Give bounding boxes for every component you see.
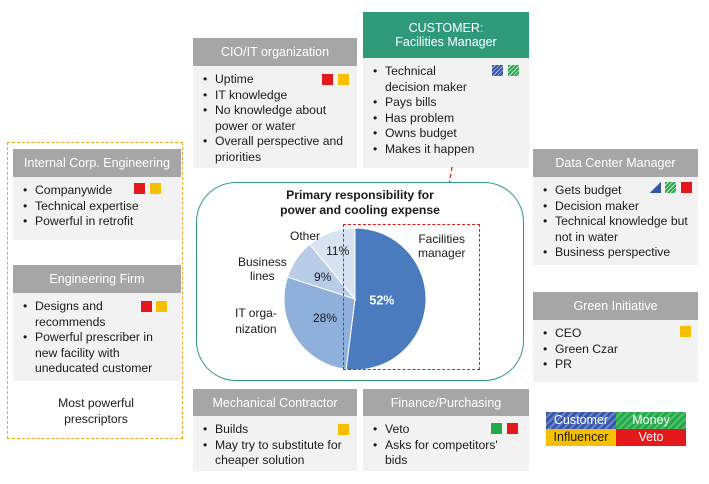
label-it-line2: nization bbox=[235, 322, 277, 336]
influencer-indicator bbox=[680, 326, 691, 337]
list-item: Companywide bbox=[23, 183, 173, 199]
list-item: Technical decision maker bbox=[373, 64, 480, 95]
money-indicator bbox=[665, 182, 676, 193]
label-other: Other bbox=[290, 229, 321, 243]
cio-body: Uptime IT knowledge No knowledge about p… bbox=[193, 66, 357, 168]
legend-money: Money bbox=[616, 412, 686, 429]
list-item: Gets budget bbox=[543, 183, 690, 199]
list-item: Uptime bbox=[203, 72, 349, 88]
internal-eng-body: Companywide Technical expertise Powerful… bbox=[13, 177, 181, 240]
list-item: Has problem bbox=[373, 111, 521, 127]
pie-title-line1: Primary responsibility for bbox=[286, 188, 434, 202]
label-business-lines: Business lines bbox=[238, 255, 287, 283]
pie-title: Primary responsibility for power and coo… bbox=[230, 188, 490, 218]
list-item: IT knowledge bbox=[203, 88, 349, 104]
legend-influencer: Influencer bbox=[546, 429, 616, 446]
pie-value-label: 28% bbox=[313, 311, 337, 325]
customer-title-line1: CUSTOMER: bbox=[408, 21, 484, 35]
most-powerful-label: Most powerful prescriptors bbox=[58, 396, 134, 426]
pie-slice bbox=[283, 276, 356, 370]
label-facilities: Facilities manager bbox=[418, 232, 465, 260]
list-item: Asks for competitors' bids bbox=[373, 438, 510, 469]
influencer-indicator bbox=[150, 183, 161, 194]
veto-indicator bbox=[322, 74, 333, 85]
label-facilities-line1: Facilities bbox=[418, 232, 466, 246]
customer-indicator bbox=[650, 182, 661, 193]
list-item: Powerful in retrofit bbox=[23, 214, 173, 230]
finance-body: Veto Asks for competitors' bids bbox=[363, 416, 529, 471]
customer-body: Technical decision maker Pays bills Has … bbox=[363, 58, 529, 168]
facilities-highlight bbox=[343, 224, 480, 370]
veto-indicator bbox=[507, 423, 518, 434]
green-body: CEO Green Czar PR bbox=[533, 320, 698, 382]
list-item: Makes it happen bbox=[373, 142, 521, 158]
green-header: Green Initiative bbox=[533, 292, 698, 320]
veto-indicator bbox=[134, 183, 145, 194]
list-item: Veto bbox=[373, 422, 521, 438]
list-item: Overall perspective and priorities bbox=[203, 134, 350, 165]
list-item: PR bbox=[543, 357, 690, 373]
veto-indicator bbox=[681, 182, 692, 193]
customer-indicator bbox=[492, 65, 503, 76]
list-item: Owns budget bbox=[373, 126, 521, 142]
eng-firm-body: Designs and recommends Powerful prescrib… bbox=[13, 293, 181, 381]
money-indicator bbox=[491, 423, 502, 434]
influencer-indicator bbox=[338, 424, 349, 435]
finance-header: Finance/Purchasing bbox=[363, 389, 529, 416]
prescriptors-group bbox=[7, 142, 183, 439]
label-facilities-line2: manager bbox=[418, 246, 466, 260]
list-item: Builds bbox=[203, 422, 349, 438]
customer-header: CUSTOMER: Facilities Manager bbox=[363, 12, 529, 58]
influencer-indicator bbox=[156, 301, 167, 312]
customer-title-line2: Facilities Manager bbox=[395, 35, 497, 49]
money-indicator bbox=[508, 65, 519, 76]
list-item: Green Czar bbox=[543, 342, 690, 358]
legend-customer: Customer bbox=[546, 412, 616, 429]
mech-header: Mechanical Contractor bbox=[193, 389, 357, 416]
label-it-org: IT orga- nization bbox=[235, 305, 277, 337]
list-item: CEO bbox=[543, 326, 690, 342]
pie-slice bbox=[345, 227, 427, 371]
list-item: May try to substitute for cheaper soluti… bbox=[203, 438, 350, 469]
internal-eng-header: Internal Corp. Engineering bbox=[13, 149, 181, 177]
list-item: Business perspective bbox=[543, 245, 690, 261]
legend-veto: Veto bbox=[616, 429, 686, 446]
pie-value-label: 52% bbox=[369, 294, 394, 308]
veto-indicator bbox=[141, 301, 152, 312]
legend: Customer Money Influencer Veto bbox=[546, 412, 686, 446]
label-it-line1: IT orga- bbox=[235, 306, 277, 320]
pie-title-line2: power and cooling expense bbox=[280, 203, 440, 217]
dcm-header: Data Center Manager bbox=[533, 149, 698, 177]
list-item: Decision maker bbox=[543, 199, 690, 215]
mech-body: Builds May try to substitute for cheaper… bbox=[193, 416, 357, 471]
list-item: Powerful prescriber in new facility with… bbox=[23, 330, 173, 377]
list-item: Technical expertise bbox=[23, 199, 173, 215]
list-item: Technical knowledge but not in water bbox=[543, 214, 705, 245]
eng-firm-header: Engineering Firm bbox=[13, 265, 181, 293]
pie-value-label: 9% bbox=[314, 270, 332, 284]
list-item: Pays bills bbox=[373, 95, 521, 111]
cio-header: CIO/IT organization bbox=[193, 38, 357, 66]
dcm-body: Gets budget Decision maker Technical kno… bbox=[533, 177, 698, 265]
pie-chart: 52%28%9%11% bbox=[283, 227, 427, 371]
label-business-line1: Business bbox=[238, 255, 287, 269]
list-item: No knowledge about power or water bbox=[203, 103, 345, 134]
influencer-indicator bbox=[338, 74, 349, 85]
list-item: Designs and recommends bbox=[23, 299, 133, 330]
label-business-line2: lines bbox=[250, 269, 275, 283]
